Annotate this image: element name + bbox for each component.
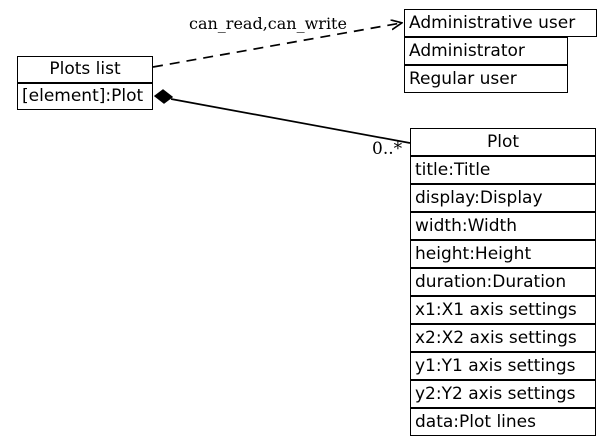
composition-edge <box>170 98 411 144</box>
class-box-plots-list[interactable]: Plots list [element]:Plot <box>17 56 153 110</box>
class-box-plot[interactable]: Plot title:Title display:Display width:W… <box>410 128 596 436</box>
class-attribute: y1:Y1 axis settings <box>410 352 596 380</box>
dependency-label: can_read,can_write <box>189 14 347 33</box>
class-attribute: y2:Y2 axis settings <box>410 380 596 408</box>
class-name-plots-list: Plots list <box>17 56 153 83</box>
filled-diamond-icon <box>153 89 174 104</box>
class-attribute: duration:Duration <box>410 268 596 296</box>
class-attribute: x2:X2 axis settings <box>410 324 596 352</box>
class-attribute: x1:X1 axis settings <box>410 296 596 324</box>
class-attribute: height:Height <box>410 240 596 268</box>
class-name-administrative-user: Administrative user <box>404 9 597 37</box>
class-attribute: width:Width <box>410 212 596 240</box>
class-name-plot: Plot <box>410 128 596 156</box>
class-box-administrative-user[interactable]: Administrative user Administrator Regula… <box>404 9 597 93</box>
class-attribute: Administrator <box>404 37 568 65</box>
multiplicity-label: 0..* <box>372 139 403 159</box>
class-attribute: Regular user <box>404 65 568 93</box>
class-attribute: title:Title <box>410 156 596 184</box>
class-attribute: data:Plot lines <box>410 408 596 436</box>
class-attribute: [element]:Plot <box>17 83 153 110</box>
class-attribute: display:Display <box>410 184 596 212</box>
